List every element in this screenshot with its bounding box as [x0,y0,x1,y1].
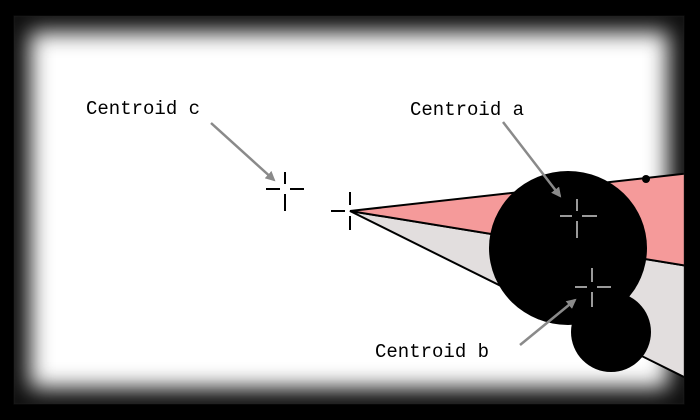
centroid-a-arrow [502,121,562,198]
apex-marker [331,192,351,230]
centroid-a-label: Centroid a [410,99,524,121]
centroid-c-label: Centroid c [86,98,200,120]
centroid-a-marker [560,199,597,238]
vertex-dot [642,175,650,183]
centroid-c-marker [266,172,304,211]
centroid-b-marker [575,268,611,307]
centroid-b-label: Centroid b [375,341,489,363]
small-disc [571,292,651,372]
centroid-c-arrow [210,122,276,182]
centroid-b-arrow [519,298,577,346]
